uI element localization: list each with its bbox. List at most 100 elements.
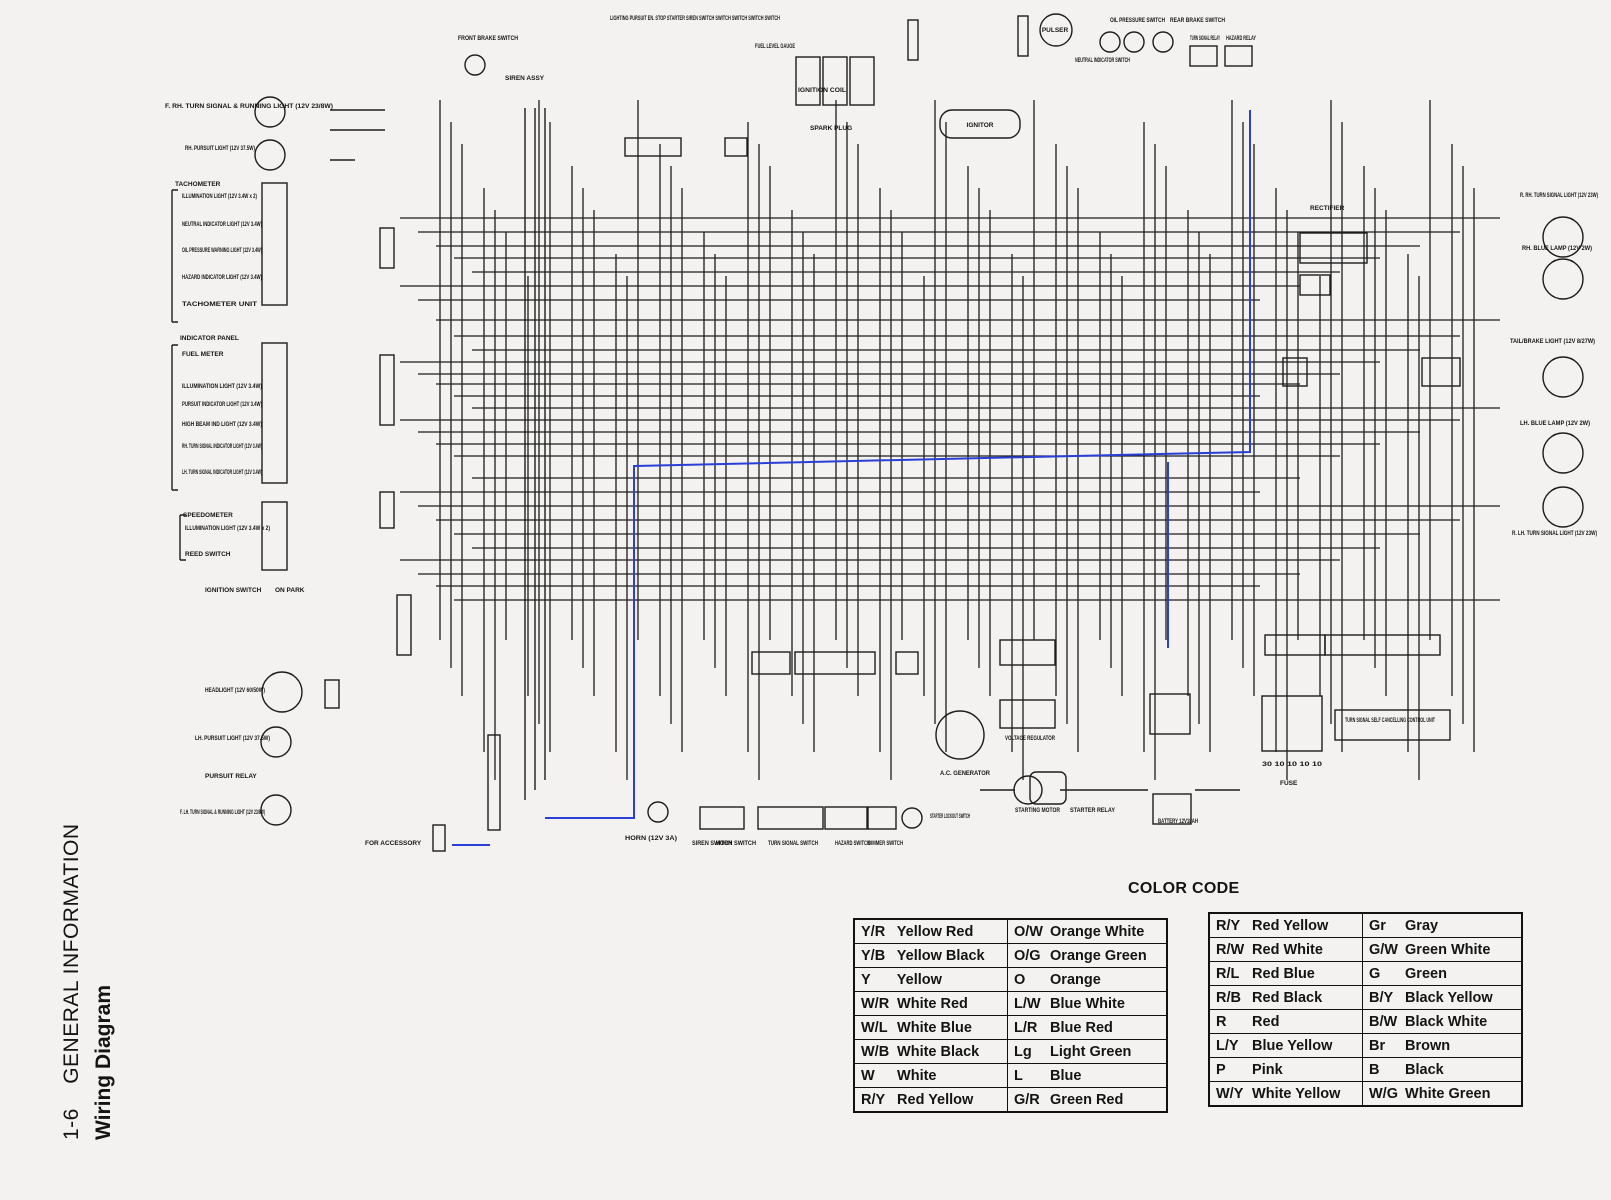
wire-color-name: Yellow Red <box>893 923 974 940</box>
label-r-lh-turn-signal: R. LH. TURN SIGNAL LIGHT (12V 23W) <box>1512 530 1597 537</box>
wire-color-name: Green <box>1401 965 1447 982</box>
label-rectifier: RECTIFIER <box>1310 205 1345 212</box>
wire-code: R/W <box>1216 941 1245 958</box>
color-code-cell: W/Y White Yellow <box>1208 1081 1363 1107</box>
wire-code: W/B <box>861 1043 890 1060</box>
wire-color-name: Blue White <box>1046 995 1125 1012</box>
label-pursuit-relay: PURSUIT RELAY <box>205 773 257 780</box>
wire-code: R/B <box>1216 989 1241 1006</box>
wire-color-name: Red Black <box>1248 989 1323 1006</box>
label-siren-assy: SIREN ASSY <box>505 75 545 82</box>
wire-color-name: Red Blue <box>1248 965 1315 982</box>
wire-color-name: White Blue <box>893 1019 972 1036</box>
label-turn-signal-relay: TURN SIGNAL RELAY <box>1190 35 1220 42</box>
wire-code: W/G <box>1369 1085 1398 1102</box>
color-code-cell: G/R Green Red <box>1007 1087 1168 1113</box>
wire-color-name: White Yellow <box>1248 1085 1341 1102</box>
wire-connections <box>171 13 1584 852</box>
wire-code: Gr <box>1369 917 1386 934</box>
label-battery: BATTERY 12V18AH <box>1158 818 1198 825</box>
wire-color-name: White Black <box>893 1043 980 1060</box>
wire-color-name: Blue <box>1046 1067 1082 1084</box>
wire-code: Y/R <box>861 923 886 940</box>
label-pursuit-indicator: PURSUIT INDICATOR LIGHT (12V 3.4W) <box>182 401 262 408</box>
label-rear-brake-switch: REAR BRAKE SWITCH <box>1170 17 1225 24</box>
wire-color-name: Light Green <box>1046 1043 1132 1060</box>
page-heading: 1-6 GENERAL INFORMATION Wiring Diagram <box>60 823 116 1140</box>
color-code-cell: R Red <box>1208 1009 1363 1034</box>
label-tach-unit: TACHOMETER UNIT <box>182 301 257 308</box>
wire-code: B/W <box>1369 1013 1398 1030</box>
wire-code: W/Y <box>1216 1085 1244 1102</box>
wire-color-name: Pink <box>1248 1061 1283 1078</box>
label-rh-pursuit-light: RH. PURSUIT LIGHT (12V 37.5W) <box>185 145 255 152</box>
wire-code: W/L <box>861 1019 888 1036</box>
color-code-cell: R/Y Red Yellow <box>1208 912 1363 938</box>
color-code-cell: B/W Black White <box>1362 1009 1523 1034</box>
wire-code: Lg <box>1014 1043 1032 1060</box>
color-code-cell: P Pink <box>1208 1057 1363 1082</box>
wire-color-name: Red Yellow <box>893 1091 974 1108</box>
label-fuse-ratings: 30 10 10 10 10 <box>1262 761 1323 768</box>
label-siren-switch: SIREN SWITCH <box>692 840 732 847</box>
color-code-cell: O Orange <box>1007 967 1168 992</box>
label-top-switches: LIGHTING PURSUIT EN. STOP STARTER SIREN … <box>610 15 780 22</box>
label-ac-generator: A.C. GENERATOR <box>940 770 990 777</box>
label-rh-turn-ind: RH. TURN SIGNAL INDICATOR LIGHT (12V 3.4… <box>182 443 262 450</box>
label-voltage-regulator: VOLTAGE REGULATOR <box>1005 735 1055 742</box>
wire-code: R/L <box>1216 965 1240 982</box>
wire-color-name: Gray <box>1401 917 1439 934</box>
label-reed-switch: REED SWITCH <box>185 551 231 558</box>
wire-color-name: Green White <box>1401 941 1491 958</box>
label-lh-blue-lamp: LH. BLUE LAMP (12V 2W) <box>1520 420 1590 427</box>
wire-code: L/R <box>1014 1019 1038 1036</box>
label-tach-neutral: NEUTRAL INDICATOR LIGHT (12V 3.4W) <box>182 221 262 228</box>
wire-code: B/Y <box>1369 989 1394 1006</box>
component-labels: F. RH. TURN SIGNAL & RUNNING LIGHT (12V … <box>165 15 1598 847</box>
color-code-cell: L/Y Blue Yellow <box>1208 1033 1363 1058</box>
color-code-cell: Y/B Yellow Black <box>853 943 1008 968</box>
wire-code: B <box>1369 1061 1380 1078</box>
label-tachometer: TACHOMETER <box>175 181 221 188</box>
label-fuel-level-gauge: FUEL LEVEL GAUGE <box>755 43 795 50</box>
wire-color-name: Red White <box>1248 941 1323 958</box>
color-code-cell: L Blue <box>1007 1063 1168 1088</box>
color-code-cell: Lg Light Green <box>1007 1039 1168 1064</box>
label-neutral-indicator-switch: NEUTRAL INDICATOR SWITCH <box>1075 57 1130 64</box>
label-for-accessory: FOR ACCESSORY <box>365 840 422 847</box>
wire-color-name: Orange <box>1046 971 1101 988</box>
label-f-rh-turn-signal: F. RH. TURN SIGNAL & RUNNING LIGHT (12V … <box>165 103 333 110</box>
wire-code: L <box>1014 1067 1023 1084</box>
label-front-brake-switch: FRONT BRAKE SWITCH <box>458 35 518 42</box>
wire-color-name: Brown <box>1401 1037 1451 1054</box>
wire-color-name: Orange Green <box>1046 947 1147 964</box>
color-code-heading: COLOR CODE <box>1128 880 1240 897</box>
wire-color-name: Blue Yellow <box>1248 1037 1333 1054</box>
wire-color-name: Blue Red <box>1046 1019 1113 1036</box>
label-panel-illumination: ILLUMINATION LIGHT (12V 3.4W) <box>182 383 262 390</box>
color-code-cell: Y Yellow <box>853 967 1008 992</box>
wire-color-name: Black White <box>1401 1013 1488 1030</box>
color-code-cell: W/B White Black <box>853 1039 1008 1064</box>
label-starter-relay: STARTER RELAY <box>1070 807 1116 814</box>
label-rh-blue-lamp: RH. BLUE LAMP (12V 2W) <box>1522 245 1592 252</box>
label-headlight: HEADLIGHT (12V 60/50W) <box>205 687 265 694</box>
wire-code: O/W <box>1014 923 1043 940</box>
page-number: 1-6 <box>60 1108 83 1140</box>
label-ignitor: IGNITOR <box>967 122 994 129</box>
color-code-cell: O/G Orange Green <box>1007 943 1168 968</box>
label-starter-lockout-switch: STARTER LOCKOUT SWITCH <box>930 813 970 820</box>
label-speedometer: SPEEDOMETER <box>183 512 233 519</box>
wire-code: R <box>1216 1013 1227 1030</box>
label-tail-brake-light: TAIL/BRAKE LIGHT (12V 8/27W) <box>1510 338 1595 345</box>
label-tach-hazard: HAZARD INDICATOR LIGHT (12V 3.4W) <box>182 274 262 281</box>
